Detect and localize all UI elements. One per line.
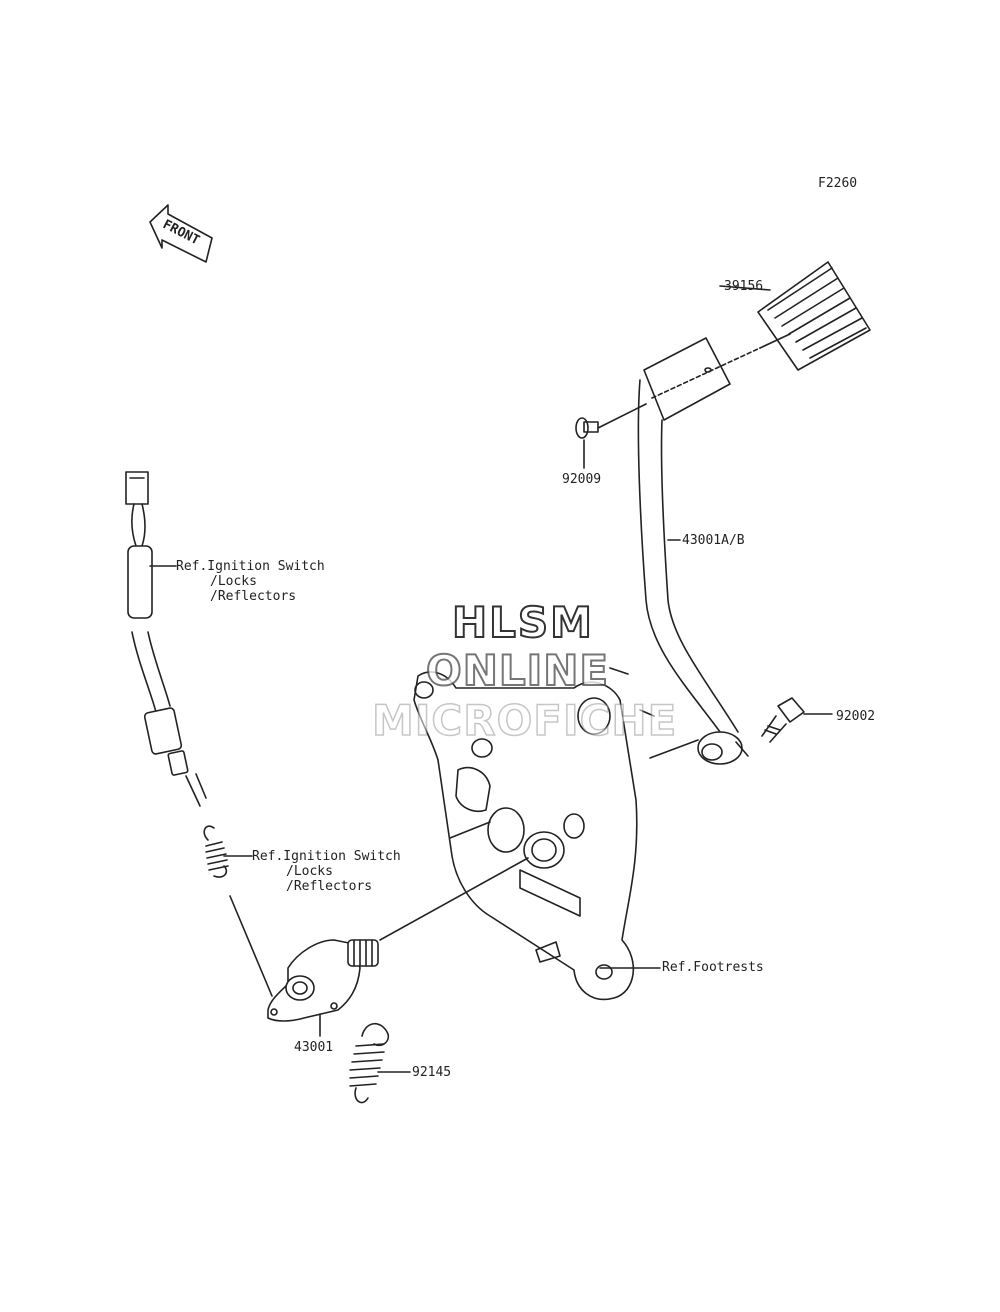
- bolt-part: [761, 697, 833, 743]
- switch-ref-2-line-3: /Reflectors: [286, 879, 373, 894]
- washer-part: [575, 403, 647, 469]
- switch-ref-1-line-2: /Locks: [210, 574, 257, 589]
- pedal-arm-part: [637, 379, 749, 765]
- switch-ref-2-line-1: Ref.Ignition Switch: [252, 849, 401, 864]
- callout-43001: 43001: [294, 1040, 334, 1055]
- watermark-line-1: HLSM: [451, 597, 594, 648]
- front-arrow-icon: FRONT: [149, 204, 213, 263]
- brake-switch-part: [125, 471, 207, 807]
- pedal-plate-part: [643, 333, 791, 421]
- switch-ref-1-line-1: Ref.Ignition Switch: [176, 559, 325, 574]
- switch-spring-part: [203, 825, 273, 997]
- figure-code: F2260: [818, 176, 858, 191]
- switch-ref-1-line-3: /Reflectors: [210, 589, 297, 604]
- pivot-lever-part: [267, 857, 529, 1037]
- callout-ref-footrests: Ref.Footrests: [662, 960, 764, 975]
- callout-39156: 39156: [724, 279, 764, 294]
- spring-part: [349, 1022, 411, 1104]
- callout-43001ab: 43001A/B: [682, 533, 745, 548]
- pedal-pad-part: [719, 261, 871, 371]
- watermark-line-2: ONLINE: [425, 645, 610, 696]
- callout-92002: 92002: [836, 709, 876, 724]
- footrest-bracket-part: [413, 667, 661, 1001]
- callout-92145: 92145: [412, 1065, 452, 1080]
- switch-ref-2-line-2: /Locks: [286, 864, 333, 879]
- callout-92009: 92009: [562, 472, 602, 487]
- watermark-line-3: MICROFICHE: [371, 695, 678, 746]
